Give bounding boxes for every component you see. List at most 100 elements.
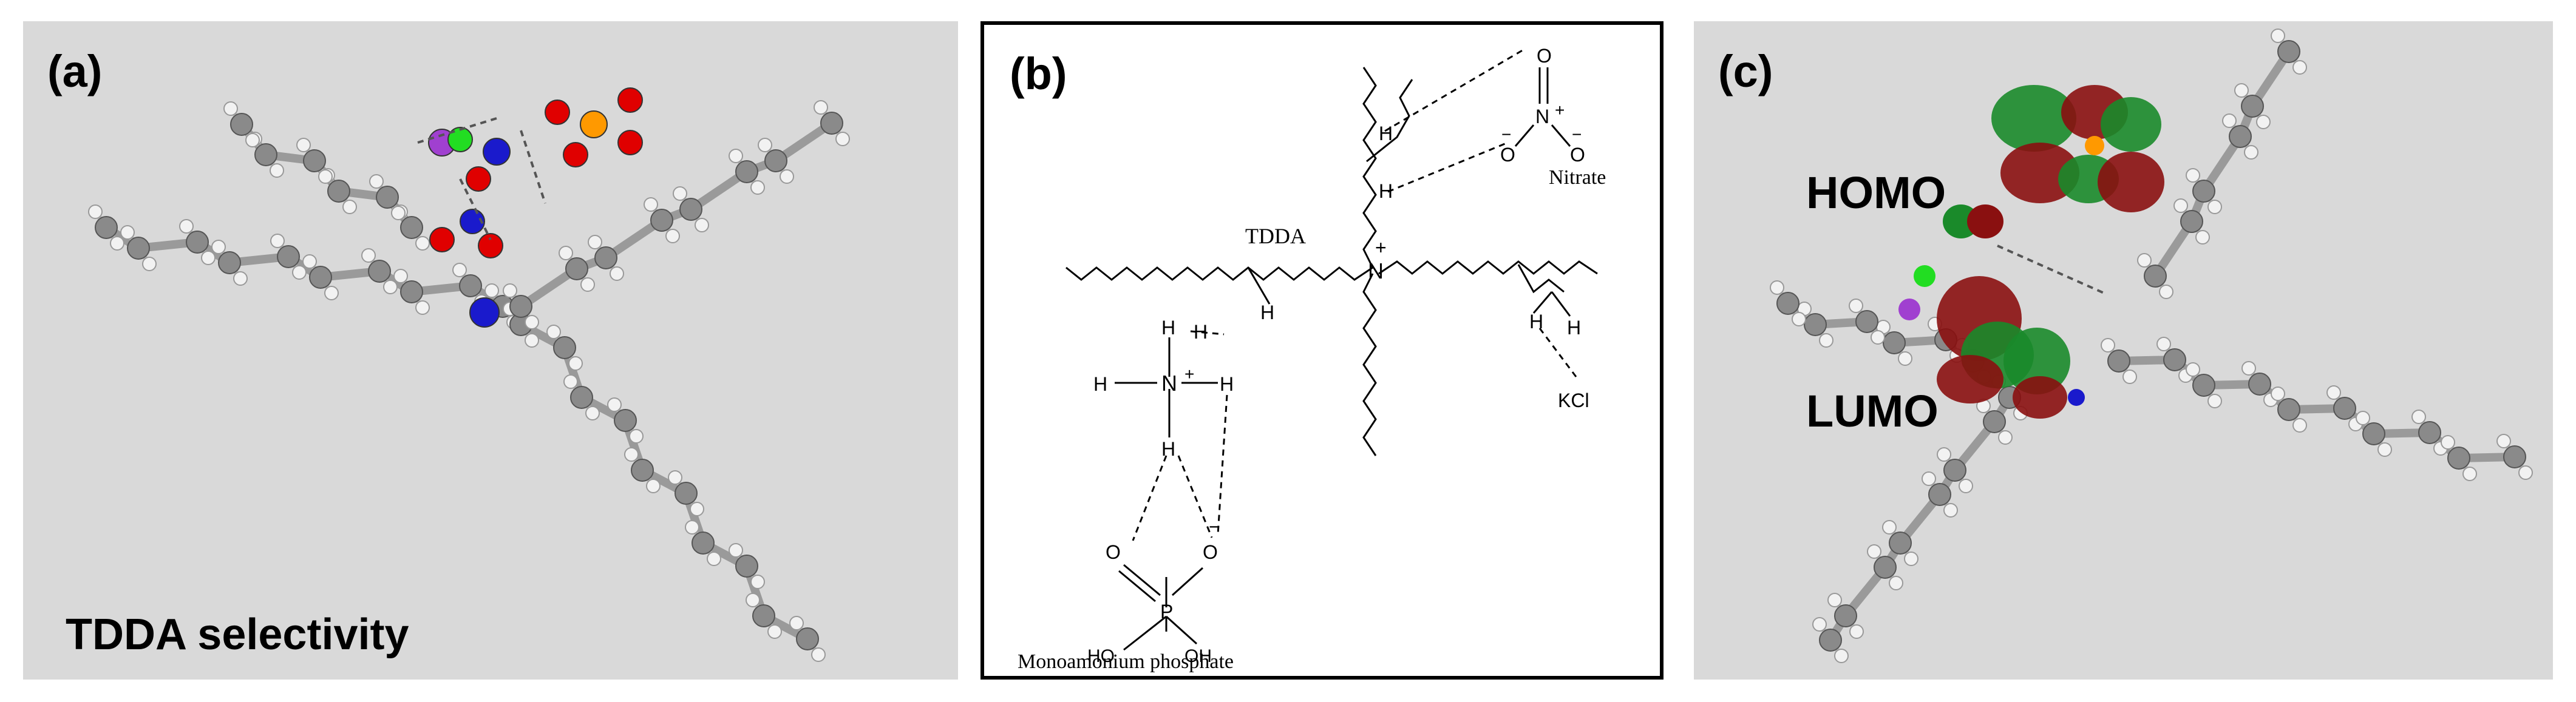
- hydrogen-atom: [789, 616, 804, 630]
- hydrogen-atom: [2244, 145, 2258, 160]
- hydrogen-atom: [1943, 503, 1958, 518]
- oxygen-atom: [478, 233, 503, 258]
- hydrogen-atom: [2234, 83, 2249, 98]
- panel-b-label: (b): [1010, 49, 1067, 99]
- hydrogen-atom: [324, 286, 339, 300]
- hydrogen-atom: [2137, 253, 2152, 268]
- hydrogen-atom: [2186, 362, 2200, 377]
- atom-h-right-2: H: [1567, 317, 1581, 339]
- hydrogen-atom: [2207, 394, 2222, 408]
- hydrogen-atom: [690, 502, 704, 516]
- atom-h-right-1: H: [1529, 311, 1543, 332]
- carbon-atom: [735, 160, 758, 183]
- hydrogen-atom: [835, 132, 850, 146]
- hydrogen-atom: [270, 234, 285, 248]
- carbon-atom: [692, 532, 715, 555]
- carbon-atom: [2241, 95, 2264, 118]
- carbon-atom: [400, 280, 423, 303]
- carbon-atom: [1928, 483, 1951, 506]
- hydrogen-atom: [361, 248, 376, 263]
- hydrogen-atom: [2518, 465, 2533, 480]
- carbon-atom: [1855, 310, 1878, 333]
- oxygen-atom: [429, 227, 455, 252]
- hydrogen-atom: [1812, 617, 1827, 632]
- hydrogen-atom: [563, 374, 578, 389]
- hydrogen-atom: [2256, 115, 2271, 129]
- oxygen-atom: [466, 166, 491, 192]
- hydrogen-atom: [1867, 544, 1881, 559]
- no3-o-right-minus: −: [1572, 125, 1582, 144]
- hydrogen-atom: [729, 149, 743, 163]
- po4-o-left: O: [1106, 541, 1121, 563]
- hydrogen-atom: [1770, 280, 1784, 295]
- hydrogen-atom: [393, 269, 408, 283]
- hydrogen-atom: [369, 174, 384, 189]
- carbon-atom: [2180, 210, 2203, 233]
- carbon-atom: [368, 260, 391, 283]
- hydrogen-atom: [1904, 552, 1918, 566]
- hydrogen-atom: [1882, 520, 1897, 535]
- oxygen-atom: [617, 130, 643, 155]
- panel-c: (c) HOMO LUMO: [1694, 21, 2553, 680]
- hydrogen-atom: [2207, 200, 2222, 214]
- hydrogen-atom: [585, 406, 600, 420]
- hydrogen-atom: [2122, 370, 2137, 384]
- carbon-atom: [376, 186, 399, 209]
- hydrogen-atom: [668, 470, 682, 485]
- hydrogen-atom: [452, 263, 467, 277]
- nh4-plus: +: [1184, 365, 1194, 383]
- hydrogen-atom: [646, 479, 661, 493]
- nitrogen-atom: [483, 138, 511, 166]
- carbon-atom: [2362, 422, 2385, 445]
- hydrogen-atom: [1849, 299, 1863, 313]
- carbon-atom: [186, 231, 209, 254]
- hydrogen-atom: [503, 283, 517, 298]
- hydrogen-atom: [223, 101, 238, 116]
- nh4-h-top: H: [1161, 317, 1175, 339]
- hydrogen-atom: [525, 333, 539, 348]
- no3-plus: +: [1555, 101, 1565, 120]
- carbon-atom: [1943, 459, 1966, 482]
- hydrogen-atom: [1922, 471, 1936, 486]
- structure-b-svg: TDDA Nitrate KCl Monoamonium phosphate N…: [1018, 45, 1606, 673]
- carbon-atom: [2447, 447, 2470, 470]
- hydrogen-atom: [484, 283, 499, 298]
- carbon-atom: [2277, 398, 2300, 421]
- hydrogen-atom: [201, 251, 216, 265]
- hydrogen-atom: [2411, 410, 2426, 424]
- hydrogen-atom: [707, 552, 721, 566]
- hydrogen-atom: [296, 138, 311, 152]
- hydrogen-atom: [2195, 230, 2210, 245]
- hydrogen-atom: [2356, 411, 2370, 425]
- carbon-atom: [675, 482, 698, 505]
- carbon-atom: [752, 604, 775, 627]
- nitrate-label: Nitrate: [1549, 166, 1606, 189]
- hydrogen-atom: [2186, 168, 2200, 183]
- carbon-atom: [277, 245, 300, 268]
- hydrogen-atom: [644, 197, 658, 212]
- hydrogen-atom: [2241, 361, 2256, 376]
- hydrogen-atom: [342, 200, 357, 214]
- hydrogen-atom: [758, 138, 772, 152]
- hydrogen-atom: [1998, 430, 2013, 445]
- no3-o-left: O: [1500, 144, 1515, 166]
- panel-a-caption: TDDA selectivity: [66, 610, 409, 659]
- hydrogen-atom: [2156, 337, 2171, 351]
- carbon-atom: [614, 409, 637, 432]
- hydrogen-atom: [624, 447, 639, 462]
- carbon-atom: [230, 113, 253, 136]
- hydrogen-atom: [270, 163, 284, 178]
- nh4-h-top-r: H: [1194, 321, 1208, 343]
- carbon-atom: [2192, 180, 2215, 203]
- hydrogen-atom: [673, 186, 687, 201]
- carbon-atom: [820, 112, 843, 135]
- hydrogen-atom: [415, 300, 430, 315]
- hydrogen-atom: [607, 397, 622, 412]
- hydrogen-atom: [780, 169, 794, 184]
- hydrogen-atom: [211, 240, 226, 254]
- hydrogen-atom: [746, 593, 760, 607]
- po4-ho: HO: [1087, 646, 1115, 666]
- carbon-atom: [254, 143, 277, 166]
- carbon-atom: [565, 257, 588, 280]
- hydrogen-atom: [391, 206, 406, 220]
